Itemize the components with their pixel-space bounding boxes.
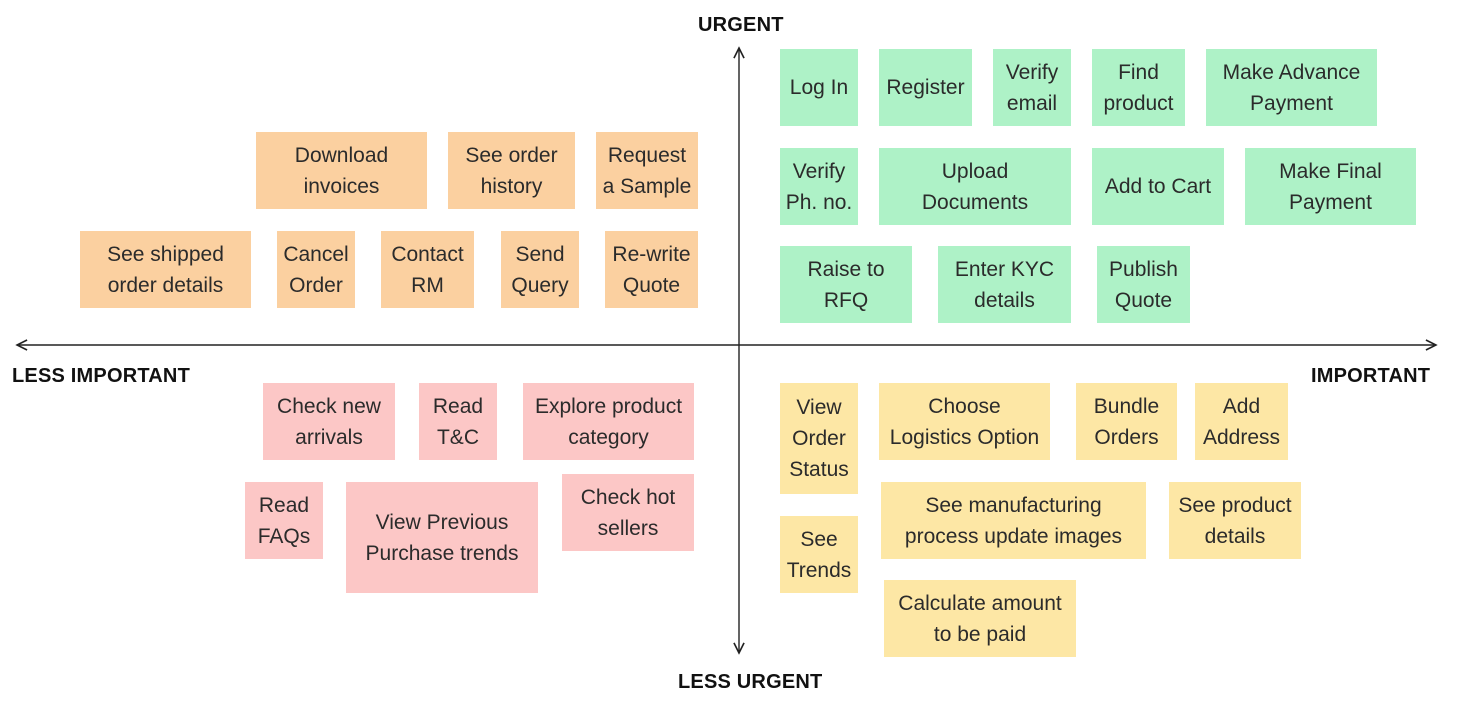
sticky-note[interactable]: Upload Documents (879, 148, 1071, 225)
sticky-note[interactable]: Make Advance Payment (1206, 49, 1377, 126)
sticky-note[interactable]: Read T&C (419, 383, 497, 460)
sticky-note[interactable]: Download invoices (256, 132, 427, 209)
sticky-note[interactable]: Request a Sample (596, 132, 698, 209)
sticky-note[interactable]: Make Final Payment (1245, 148, 1416, 225)
sticky-note[interactable]: Calculate amount to be paid (884, 580, 1076, 657)
axis-label-less-important: LESS IMPORTANT (12, 365, 190, 387)
sticky-note[interactable]: Find product (1092, 49, 1185, 126)
sticky-note[interactable]: Log In (780, 49, 858, 126)
sticky-note[interactable]: Verify email (993, 49, 1071, 126)
sticky-note[interactable]: Raise to RFQ (780, 246, 912, 323)
sticky-note[interactable]: Choose Logistics Option (879, 383, 1050, 460)
sticky-note[interactable]: See order history (448, 132, 575, 209)
sticky-note[interactable]: Register (879, 49, 972, 126)
sticky-note[interactable]: See manufacturing process update images (881, 482, 1146, 559)
sticky-note[interactable]: Add to Cart (1092, 148, 1224, 225)
sticky-note[interactable]: Send Query (501, 231, 579, 308)
sticky-note[interactable]: Check hot sellers (562, 474, 694, 551)
sticky-note[interactable]: See product details (1169, 482, 1301, 559)
axis-label-less-urgent: LESS URGENT (678, 671, 823, 693)
sticky-note[interactable]: Bundle Orders (1076, 383, 1177, 460)
axis-label-urgent: URGENT (698, 14, 784, 36)
sticky-note[interactable]: See shipped order details (80, 231, 251, 308)
sticky-note[interactable]: Add Address (1195, 383, 1288, 460)
sticky-note[interactable]: Check new arrivals (263, 383, 395, 460)
sticky-note[interactable]: Enter KYC details (938, 246, 1071, 323)
sticky-note[interactable]: Re-write Quote (605, 231, 698, 308)
sticky-note[interactable]: Read FAQs (245, 482, 323, 559)
sticky-note[interactable]: Verify Ph. no. (780, 148, 858, 225)
sticky-note[interactable]: Explore product category (523, 383, 694, 460)
sticky-note[interactable]: Publish Quote (1097, 246, 1190, 323)
axis-label-important: IMPORTANT (1311, 365, 1431, 387)
sticky-note[interactable]: Contact RM (381, 231, 474, 308)
sticky-note[interactable]: View Previous Purchase trends (346, 482, 538, 593)
sticky-note[interactable]: Cancel Order (277, 231, 355, 308)
sticky-note[interactable]: View Order Status (780, 383, 858, 494)
sticky-note[interactable]: See Trends (780, 516, 858, 593)
